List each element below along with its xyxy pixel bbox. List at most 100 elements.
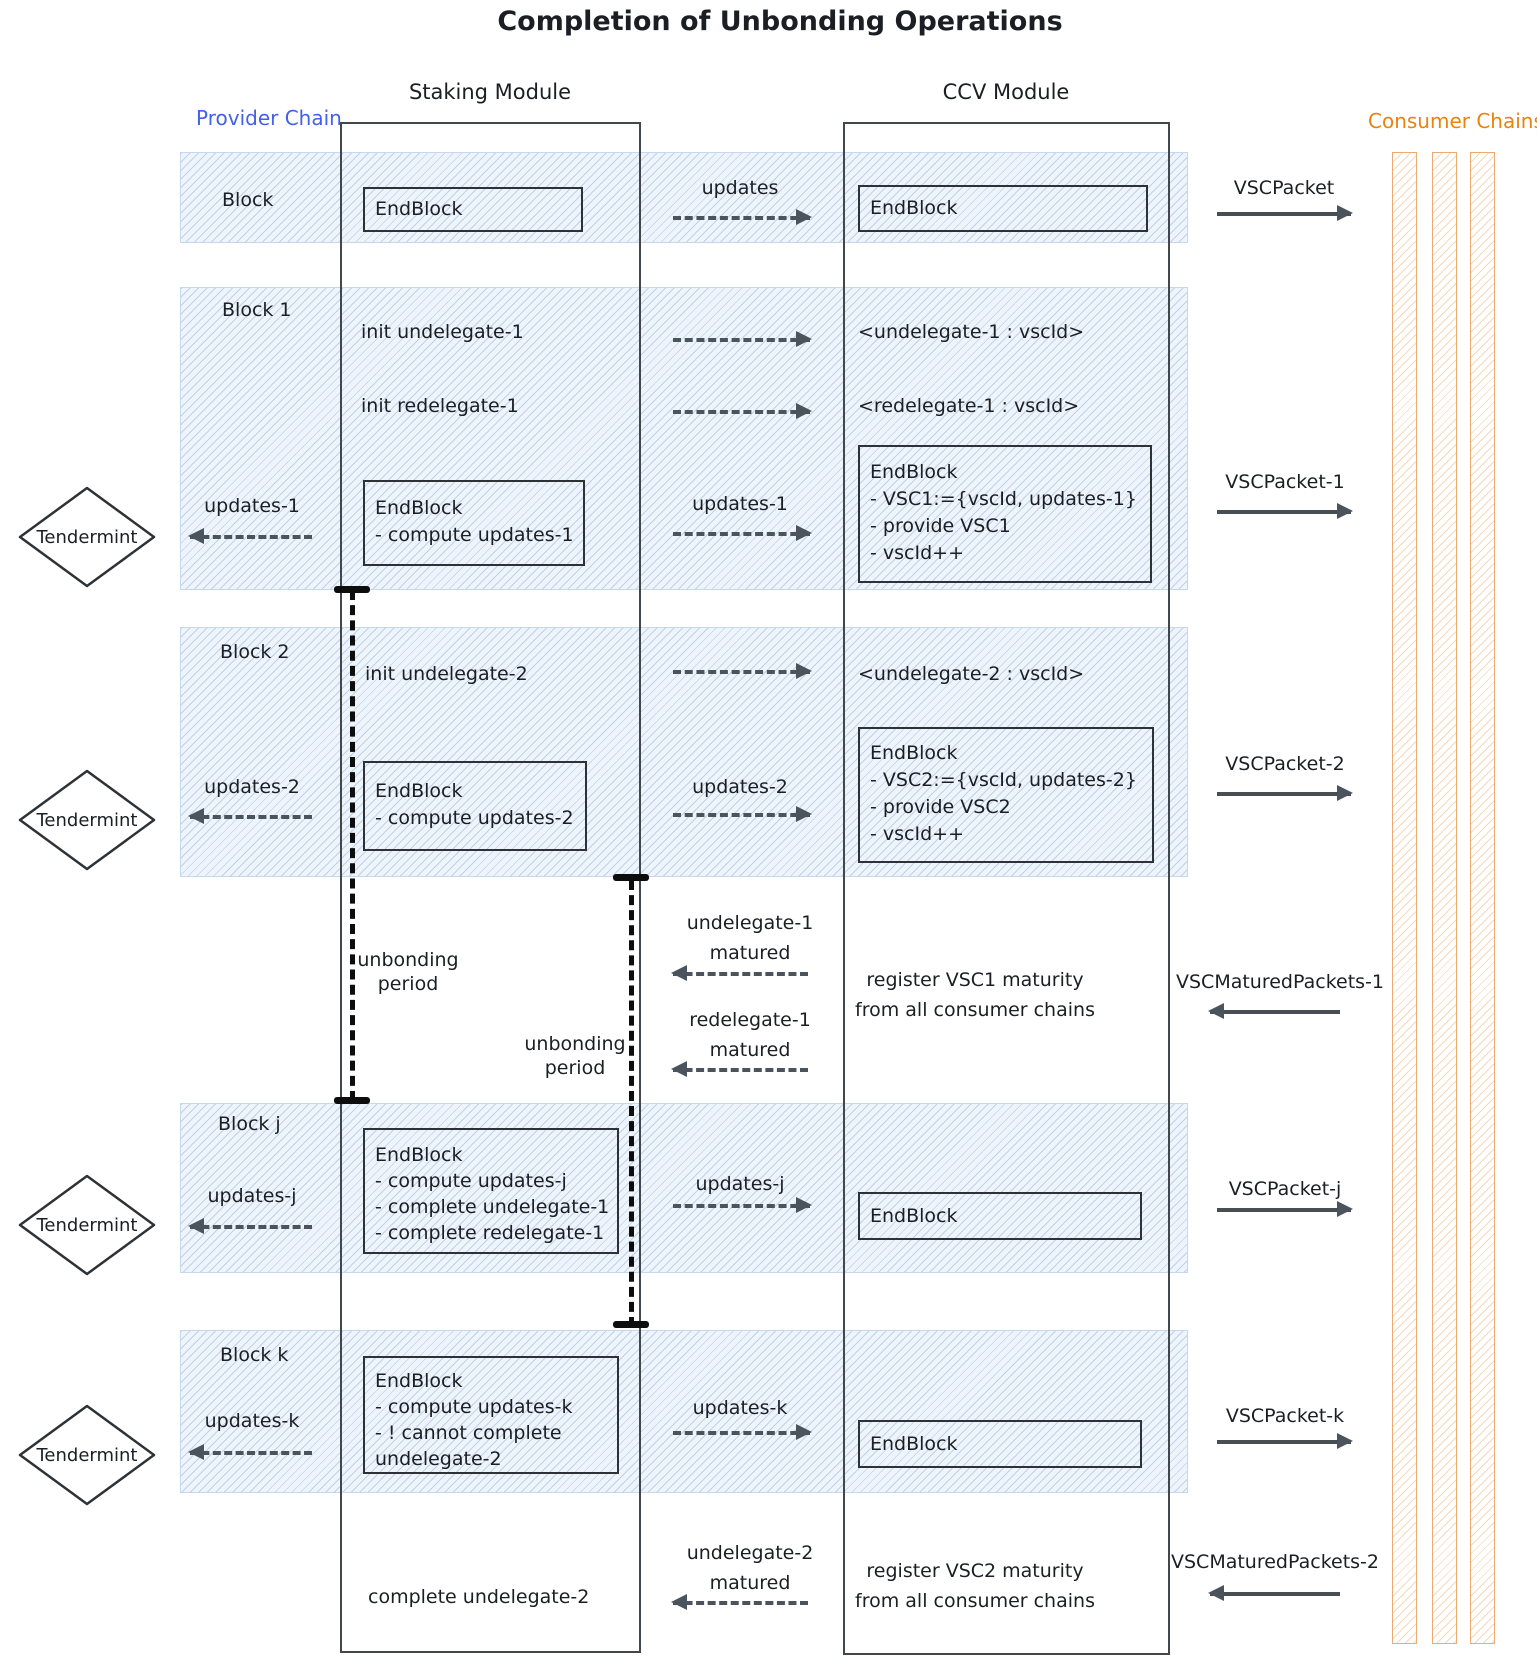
register-line: register VSC2 maturity [866,1560,1084,1582]
updates-j-left-label: updates-j [207,1185,297,1207]
vscid-increment-text: - vscId++ [870,823,964,845]
vscmaturedpackets-1-label: VSCMaturedPackets-1 [1176,971,1384,993]
vscpacket-1-arrow [1217,503,1353,519]
vscpacket-j-label: VSCPacket-j [1228,1178,1342,1200]
updates-1-left-label: updates-1 [204,495,300,517]
updates-2-arrow [673,806,812,822]
tendermint-label: Tendermint [36,526,138,548]
endblock-text: EndBlock [375,198,463,220]
staking-endblock-box-j: EndBlock - compute updates-j - complete … [363,1128,619,1254]
redelegate-1-matured-label: redelegate-1 matured [680,1005,820,1065]
staking-endblock-box-0: EndBlock [363,187,583,232]
undelegate-2-matured-label: undelegate-2 matured [680,1538,820,1598]
updates-k-to-tendermint-arrow [188,1444,312,1460]
vscpacket-k-arrow [1217,1433,1353,1449]
init-undelegate-1-label: init undelegate-1 [361,321,524,343]
endblock-text: EndBlock [870,461,958,483]
ccv-endblock-box-0: EndBlock [858,185,1148,232]
unbonding-span-1-top-cap [334,586,370,593]
updates-label-0: updates [701,177,779,199]
undelegate-1-matured-arrow [671,965,808,981]
vscpacket-j-arrow [1217,1201,1353,1217]
vsc2-assign-text: - VSC2:={vscId, updates-2} [870,769,1137,791]
provide-vsc2-text: - provide VSC2 [870,796,1011,818]
updates-j-to-tendermint-arrow [188,1218,312,1234]
tendermint-label: Tendermint [36,1444,138,1466]
block-j-band [180,1103,1188,1273]
undelegate-2-matured-arrow [671,1594,808,1610]
register-vsc2-maturity-label: register VSC2 maturity from all consumer… [845,1556,1105,1616]
ccv-module-lifeline [843,122,1170,1655]
matured-line: redelegate-1 [689,1009,811,1031]
updates-2-to-tendermint-arrow [188,808,312,824]
unbonding-span-2-bottom-cap [613,1321,649,1328]
ccv-endblock-box-1: EndBlock - VSC1:={vscId, updates-1} - pr… [858,445,1152,583]
unbonding-period-span-2 [629,880,634,1327]
consumer-chain-bar-2 [1432,152,1457,1644]
block-label: Block [222,189,274,211]
register-vsc1-maturity-label: register VSC1 maturity from all consumer… [845,965,1105,1025]
vscmaturedpackets-2-label: VSCMaturedPackets-2 [1171,1551,1379,1573]
undelegate-2-text: undelegate-2 [375,1448,502,1470]
unbonding-period-label-1: unbonding period [338,948,478,996]
matured-line: undelegate-2 [686,1542,814,1564]
undelegate-2-vscid-label: <undelegate-2 : vscId> [858,663,1085,685]
register-line: register VSC1 maturity [866,969,1084,991]
block-band [180,152,1188,243]
register-line: from all consumer chains [855,1590,1095,1612]
updates-k-mid-label: updates-k [692,1397,788,1419]
updates-2-left-label: updates-2 [204,776,300,798]
updates-j-arrow [673,1197,812,1213]
compute-updates-1-text: - compute updates-1 [375,524,574,546]
vscpacket-arrow [1217,205,1353,221]
staking-endblock-box-2: EndBlock - compute updates-2 [363,761,587,851]
tendermint-node-4: Tendermint [17,1403,157,1507]
unbonding-span-1-bottom-cap [334,1097,370,1104]
vscpacket-2-label: VSCPacket-2 [1225,753,1345,775]
vscpacket-2-arrow [1217,785,1353,801]
cannot-complete-text: - ! cannot complete [375,1422,562,1444]
diamond-icon [18,1174,156,1276]
undelegate-2-arrow [673,663,812,679]
block-k-label: Block k [220,1344,289,1366]
updates-arrow-0 [673,209,812,225]
diamond-icon [18,769,156,871]
diamond-icon [18,1404,156,1506]
diagram-title: Completion of Unbonding Operations [497,6,1063,37]
vscpacket-k-label: VSCPacket-k [1225,1405,1345,1427]
period-line: period [544,1057,606,1079]
consumer-chains-label: Consumer Chains [1368,109,1537,133]
vsc1-assign-text: - VSC1:={vscId, updates-1} [870,488,1137,510]
vscpacket-label: VSCPacket [1233,177,1335,199]
staking-module-lifeline [340,122,641,1653]
ccv-endblock-box-2: EndBlock - VSC2:={vscId, updates-2} - pr… [858,727,1154,863]
updates-1-mid-label: updates-1 [692,493,788,515]
provider-chain-label: Provider Chain [196,106,342,130]
endblock-text: EndBlock [375,497,463,519]
tendermint-label: Tendermint [36,1214,138,1236]
endblock-text: EndBlock [375,1370,463,1392]
updates-2-mid-label: updates-2 [692,776,788,798]
unbonding-period-span-1 [350,590,355,1101]
compute-updates-k-text: - compute updates-k [375,1396,573,1418]
redelegate-1-arrow [673,403,812,419]
endblock-text: EndBlock [870,742,958,764]
ccv-endblock-box-k: EndBlock [858,1420,1142,1468]
complete-undelegate-2-label: complete undelegate-2 [368,1586,590,1608]
vscpacket-1-label: VSCPacket-1 [1225,471,1345,493]
block-k-band [180,1330,1188,1493]
updates-j-mid-label: updates-j [695,1173,785,1195]
ccv-endblock-box-j: EndBlock [858,1192,1142,1240]
matured-line: undelegate-1 [686,912,814,934]
vscmaturedpackets-2-arrow [1208,1585,1340,1601]
tendermint-node-1: Tendermint [17,485,157,589]
vscmaturedpackets-1-arrow [1208,1003,1340,1019]
complete-redelegate-1-text: - complete redelegate-1 [375,1222,605,1244]
consumer-chain-bar-1 [1392,152,1417,1644]
updates-k-left-label: updates-k [204,1410,300,1432]
updates-1-to-tendermint-arrow [188,528,312,544]
block-2-label: Block 2 [220,641,290,663]
undelegate-1-arrow [673,331,812,347]
undelegate-1-matured-label: undelegate-1 matured [680,908,820,968]
staking-endblock-box-1: EndBlock - compute updates-1 [363,480,585,566]
